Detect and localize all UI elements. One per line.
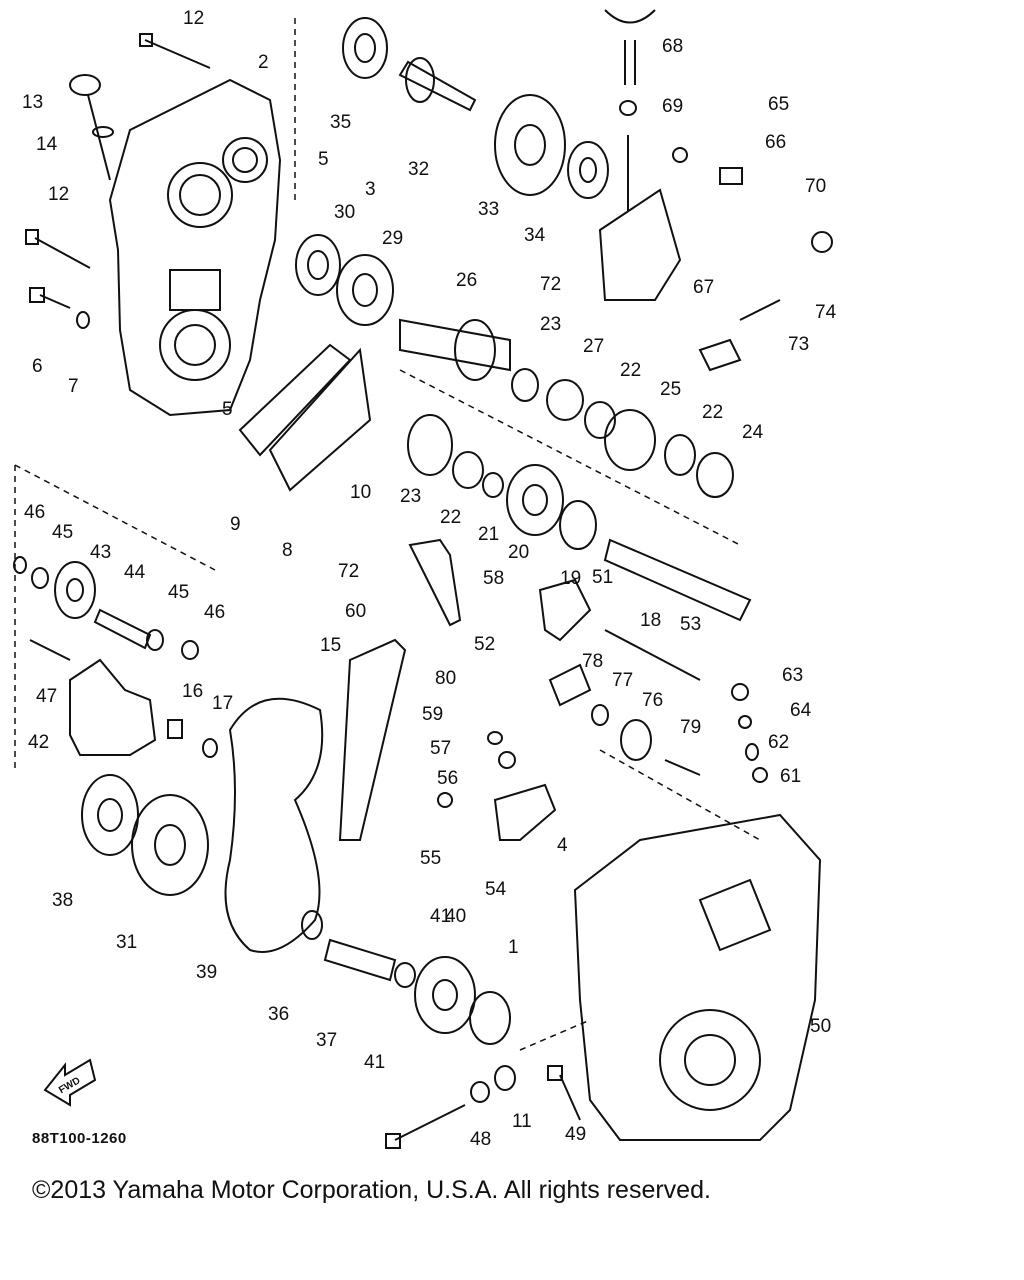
part-callout-6: 6	[32, 356, 43, 377]
part-callout-78: 78	[582, 651, 603, 672]
part-callout-33: 33	[478, 199, 499, 220]
part-callout-80: 80	[435, 668, 456, 689]
part-callout-61: 61	[780, 766, 801, 787]
part-callout-25: 25	[660, 379, 681, 400]
part-callout-38: 38	[52, 890, 73, 911]
part-callout-7: 7	[68, 376, 79, 397]
part-callout-70: 70	[805, 176, 826, 197]
part-callout-10: 10	[350, 482, 371, 503]
part-callout-58: 58	[483, 568, 504, 589]
part-callout-37: 37	[316, 1030, 337, 1051]
part-callout-3: 3	[365, 179, 376, 200]
part-callout-12: 12	[183, 8, 204, 29]
part-callout-41: 41	[364, 1052, 385, 1073]
part-callout-47: 47	[36, 686, 57, 707]
part-callout-22: 22	[620, 360, 641, 381]
part-callout-2: 2	[258, 52, 269, 73]
part-callout-44: 44	[124, 562, 146, 583]
part-callout-31: 31	[116, 932, 137, 953]
part-callout-69: 69	[662, 96, 683, 117]
part-callout-72: 72	[540, 274, 561, 295]
part-callout-74: 74	[815, 302, 837, 323]
part-callout-5: 5	[222, 399, 233, 420]
figure-code: 88T100-1260	[32, 1130, 127, 1147]
part-callout-17: 17	[212, 693, 233, 714]
part-callout-55: 55	[420, 848, 441, 869]
part-callout-46: 46	[204, 602, 225, 623]
part-callout-14: 14	[36, 134, 58, 155]
part-callout-27: 27	[583, 336, 604, 357]
part-callout-16: 16	[182, 681, 203, 702]
part-callout-39: 39	[196, 962, 217, 983]
part-callout-57: 57	[430, 738, 451, 759]
part-callout-63: 63	[782, 665, 803, 686]
part-callout-5: 5	[318, 149, 329, 170]
part-callout-8: 8	[282, 540, 293, 561]
part-callout-42: 42	[28, 732, 49, 753]
part-callout-23: 23	[400, 486, 421, 507]
part-callout-54: 54	[485, 879, 507, 900]
part-callout-65: 65	[768, 94, 789, 115]
part-callout-67: 67	[693, 277, 714, 298]
part-callout-9: 9	[230, 514, 241, 535]
part-callout-1: 1	[508, 937, 519, 958]
part-callout-4: 4	[557, 835, 568, 856]
part-callout-49: 49	[565, 1124, 586, 1145]
part-callout-45: 45	[168, 582, 189, 603]
part-callout-40: 40	[445, 906, 466, 927]
copyright-notice: ©2013 Yamaha Motor Corporation, U.S.A. A…	[32, 1176, 711, 1204]
part-callout-79: 79	[680, 717, 701, 738]
part-callout-45: 45	[52, 522, 73, 543]
part-callout-21: 21	[478, 524, 499, 545]
part-callout-35: 35	[330, 112, 351, 133]
part-callout-50: 50	[810, 1016, 831, 1037]
part-callout-20: 20	[508, 542, 529, 563]
part-callout-29: 29	[382, 228, 403, 249]
part-callout-64: 64	[790, 700, 812, 721]
part-callout-77: 77	[612, 670, 633, 691]
part-callout-60: 60	[345, 601, 366, 622]
part-callout-56: 56	[437, 768, 458, 789]
part-callout-73: 73	[788, 334, 809, 355]
part-callout-76: 76	[642, 690, 663, 711]
part-callout-30: 30	[334, 202, 355, 223]
part-callout-66: 66	[765, 132, 786, 153]
part-callout-62: 62	[768, 732, 789, 753]
part-callout-15: 15	[320, 635, 341, 656]
part-callout-36: 36	[268, 1004, 289, 1025]
part-callout-72: 72	[338, 561, 359, 582]
part-callout-43: 43	[90, 542, 111, 563]
part-callout-18: 18	[640, 610, 661, 631]
part-callout-34: 34	[524, 225, 546, 246]
part-callout-52: 52	[474, 634, 495, 655]
part-callout-26: 26	[456, 270, 477, 291]
part-callout-32: 32	[408, 159, 429, 180]
part-callout-22: 22	[702, 402, 723, 423]
part-callout-48: 48	[470, 1129, 491, 1150]
part-callout-59: 59	[422, 704, 443, 725]
part-callout-68: 68	[662, 36, 683, 57]
part-callout-51: 51	[592, 567, 613, 588]
part-callout-23: 23	[540, 314, 561, 335]
part-callout-12: 12	[48, 184, 69, 205]
part-callout-24: 24	[742, 422, 764, 443]
part-callout-11: 11	[512, 1111, 532, 1132]
part-callout-53: 53	[680, 614, 701, 635]
part-callout-19: 19	[560, 568, 581, 589]
part-callout-13: 13	[22, 92, 43, 113]
part-callout-46: 46	[24, 502, 45, 523]
part-callout-22: 22	[440, 507, 461, 528]
part-callout-41: 41	[430, 906, 451, 927]
